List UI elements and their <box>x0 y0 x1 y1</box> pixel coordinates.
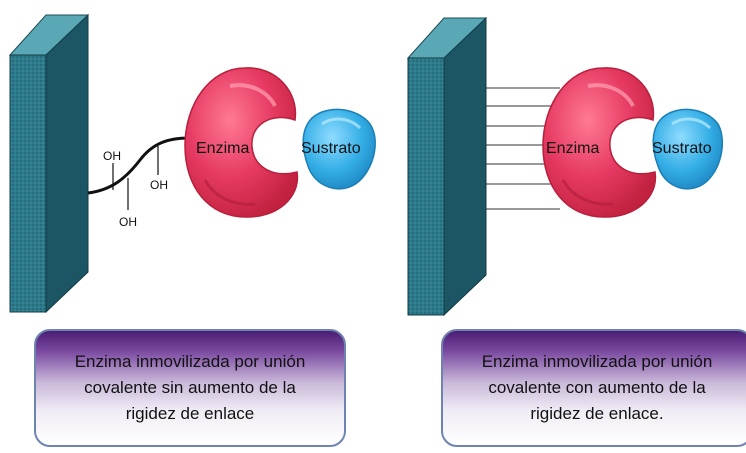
left-enzyme-shape: Enzima <box>184 67 299 218</box>
hydroxyl-label: OH <box>103 149 121 163</box>
right-panel: Enzima Sustrato <box>406 16 723 317</box>
left-caption-box: Enzima inmovilizada por unión covalente … <box>34 329 346 447</box>
left-panel: OH OH OH Enzima Sustrato <box>8 13 376 314</box>
hydroxyl-label: OH <box>119 215 137 229</box>
left-support-plate <box>8 13 90 314</box>
left-caption-text: Enzima inmovilizada por unión covalente … <box>74 352 306 423</box>
right-support-plate <box>406 16 488 317</box>
left-flexible-linker: OH OH OH <box>87 136 191 229</box>
left-enzyme-label: Enzima <box>196 140 249 157</box>
hydroxyl-label: OH <box>150 178 168 192</box>
left-substrate-label: Sustrato <box>301 140 361 157</box>
right-caption-box: Enzima inmovilizada por unión covalente … <box>441 329 746 447</box>
right-rigid-bonds <box>486 87 560 210</box>
left-substrate-shape: Sustrato <box>301 108 376 190</box>
right-enzyme-shape: Enzima <box>542 67 657 218</box>
right-substrate-label: Sustrato <box>652 140 712 157</box>
right-enzyme-label: Enzima <box>546 140 599 157</box>
right-caption-text: Enzima inmovilizada por unión covalente … <box>481 352 713 423</box>
right-substrate-shape: Sustrato <box>652 108 723 190</box>
